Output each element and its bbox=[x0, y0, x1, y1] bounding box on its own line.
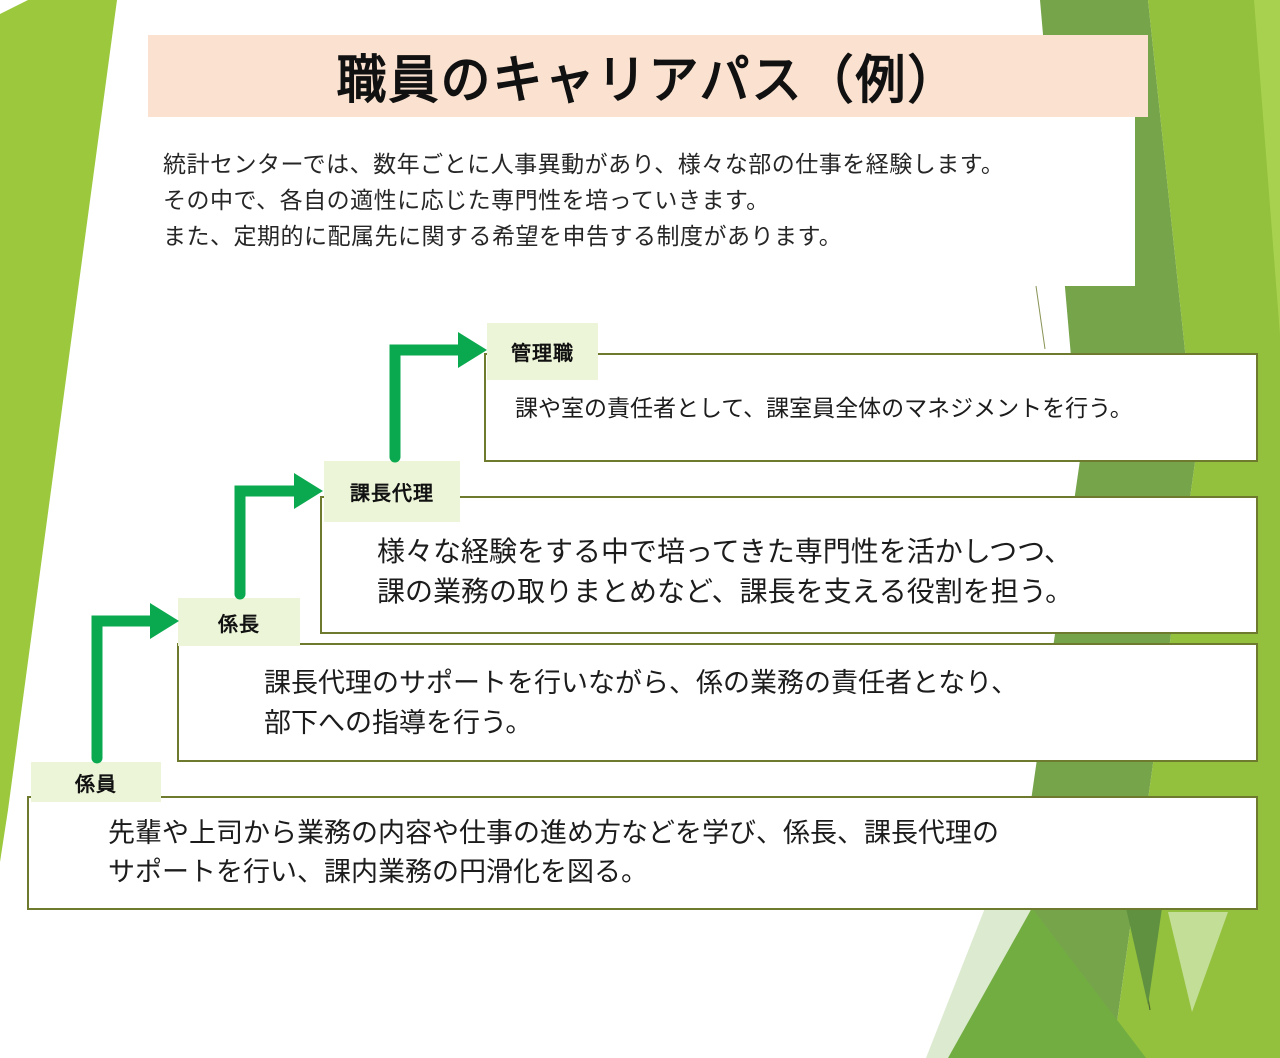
level-label-kanrishoku-text: 管理職 bbox=[511, 343, 574, 365]
intro-paragraph: 統計センターでは、数年ごとに人事異動があり、様々な部の仕事を経験します。 その中… bbox=[163, 146, 1153, 254]
description-box-kanrishoku: 課や室の責任者として、課室員全体のマネジメントを行う。 bbox=[484, 353, 1258, 462]
level-label-kakaricho-text: 係長 bbox=[218, 613, 260, 636]
dark-accent-triangle-shape bbox=[1126, 908, 1162, 1005]
right-light-strip-shape bbox=[1254, 0, 1280, 335]
intro-line-2: その中で、各自の適性に応じた専門性を培っていきます。 bbox=[163, 187, 770, 213]
description-kachodairi-line-2: 課の業務の取りまとめなど、課長を支える役割を担う。 bbox=[377, 576, 1074, 607]
description-kakaricho-line-2: 部下への指導を行う。 bbox=[264, 707, 533, 738]
title-banner: 職員のキャリアパス（例） bbox=[148, 35, 1148, 117]
description-kakariin-line-2: サポートを行い、課内業務の円滑化を図る。 bbox=[108, 857, 648, 887]
pale-lime-triangle-shape bbox=[1168, 912, 1228, 1012]
description-kakaricho-line-1: 課長代理のサポートを行いながら、係の業務の責任者となり、 bbox=[264, 667, 1019, 698]
description-box-kakaricho: 課長代理のサポートを行いながら、係の業務の責任者となり、 部下への指導を行う。 bbox=[177, 643, 1258, 762]
description-kakariin-line-1: 先輩や上司から業務の内容や仕事の進め方などを学び、係長、課長代理の bbox=[108, 818, 999, 848]
description-kachodairi-line-1: 様々な経験をする中で培ってきた専門性を活かしつつ、 bbox=[377, 536, 1072, 567]
description-box-kachodairi: 様々な経験をする中で培ってきた専門性を活かしつつ、 課の業務の取りまとめなど、課… bbox=[320, 496, 1258, 634]
left-wedge-shape bbox=[0, 0, 117, 862]
level-label-kachodairi: 課長代理 bbox=[324, 461, 460, 522]
level-label-kanrishoku: 管理職 bbox=[487, 323, 598, 380]
level-label-kachodairi-text: 課長代理 bbox=[350, 483, 434, 505]
intro-white-panel bbox=[955, 112, 1135, 286]
description-box-kakariin: 先輩や上司から業務の内容や仕事の進め方などを学び、係長、課長代理の サポートを行… bbox=[27, 796, 1258, 910]
slide-title: 職員のキャリアパス（例） bbox=[336, 51, 960, 110]
level-label-kakariin: 係員 bbox=[31, 762, 161, 802]
intro-line-3: また、定期的に配属先に関する希望を申告する制度があります。 bbox=[163, 223, 843, 249]
pale-triangle-shape bbox=[926, 908, 1032, 1058]
medium-green-triangle-shape bbox=[948, 908, 1146, 1058]
hairline-top bbox=[1035, 285, 1046, 350]
level-label-kakariin-text: 係員 bbox=[75, 773, 117, 796]
intro-line-1: 統計センターでは、数年ごとに人事異動があり、様々な部の仕事を経験します。 bbox=[163, 151, 1005, 177]
level-label-kakaricho: 係長 bbox=[178, 598, 300, 646]
description-kanrishoku-line-1: 課や室の責任者として、課室員全体のマネジメントを行う。 bbox=[515, 394, 1133, 421]
